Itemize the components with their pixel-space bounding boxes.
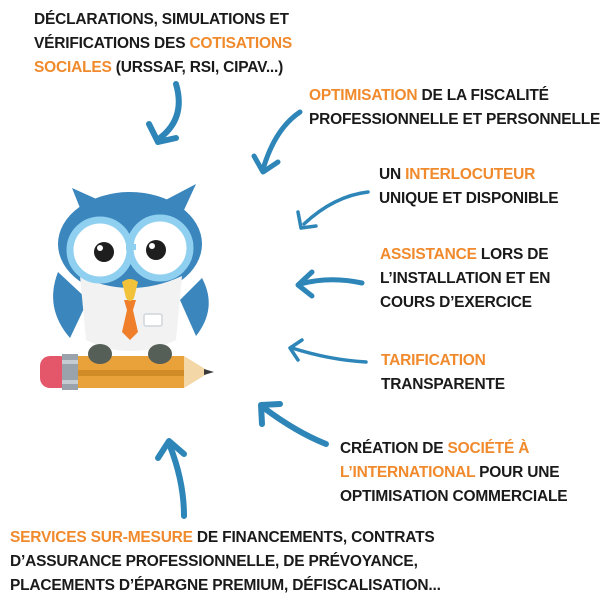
highlight-text: INTERLOCUTEUR bbox=[405, 166, 536, 183]
highlight-text: SOCIÉTÉ À bbox=[447, 440, 530, 457]
block-interlocuteur: UN INTERLOCUTEUR UNIQUE ET DISPONIBLE bbox=[379, 163, 559, 211]
body-text: L’INSTALLATION ET EN bbox=[380, 270, 551, 287]
arrow-fiscalite bbox=[261, 109, 303, 169]
arrow-societe-head bbox=[258, 401, 283, 427]
arrow-tarification bbox=[290, 346, 368, 364]
body-text: CRÉATION DE bbox=[340, 440, 448, 457]
text-line: TARIFICATION bbox=[381, 349, 505, 373]
body-text: D’ASSURANCE PROFESSIONNELLE, DE PRÉVOYAN… bbox=[10, 553, 418, 570]
block-services: SERVICES SUR-MESURE DE FINANCEMENTS, CON… bbox=[10, 526, 441, 598]
text-line: VÉRIFICATIONS DES COTISATIONS bbox=[34, 32, 292, 56]
text-line: D’ASSURANCE PROFESSIONNELLE, DE PRÉVOYAN… bbox=[10, 550, 441, 574]
text-line: SERVICES SUR-MESURE DE FINANCEMENTS, CON… bbox=[10, 526, 441, 550]
body-text: (URSSAF, RSI, CIPAV...) bbox=[111, 59, 284, 76]
text-line: OPTIMISATION DE LA FISCALITÉ bbox=[309, 84, 600, 108]
body-text: COURS D’EXERCICE bbox=[380, 294, 532, 311]
text-line: UN INTERLOCUTEUR bbox=[379, 163, 558, 187]
body-text: DÉCLARATIONS, SIMULATIONS ET bbox=[34, 11, 289, 28]
text-line: SOCIALES (URSSAF, RSI, CIPAV...) bbox=[34, 56, 292, 80]
arrow-fiscalite-head bbox=[251, 153, 281, 175]
highlight-text: SOCIALES bbox=[34, 59, 112, 76]
text-line: L’INTERNATIONAL POUR UNE bbox=[340, 461, 567, 485]
text-line: PLACEMENTS D’ÉPARGNE PREMIUM, DÉFISCALIS… bbox=[10, 574, 441, 598]
body-text: PROFESSIONNELLE ET PERSONNELLE bbox=[309, 111, 600, 128]
body-text: LORS DE bbox=[476, 246, 549, 263]
text-line: L’INSTALLATION ET EN bbox=[380, 267, 550, 291]
body-text: DE FINANCEMENTS, CONTRATS bbox=[192, 529, 435, 546]
highlight-text: COTISATIONS bbox=[189, 35, 293, 52]
arrow-tarification-head bbox=[288, 338, 304, 362]
arrow-societe bbox=[261, 405, 329, 447]
text-line: PROFESSIONNELLE ET PERSONNELLE bbox=[309, 108, 600, 132]
arrow-services-head bbox=[155, 438, 187, 461]
text-line: DÉCLARATIONS, SIMULATIONS ET bbox=[34, 8, 292, 32]
arrow-assistance bbox=[297, 277, 365, 287]
block-assistance: ASSISTANCE LORS DE L’INSTALLATION ET EN CO… bbox=[380, 243, 550, 315]
body-text: TRANSPARENTE bbox=[381, 376, 505, 393]
arrow-assistance-head bbox=[295, 269, 315, 299]
text-line: ASSISTANCE LORS DE bbox=[380, 243, 550, 267]
text-line: COURS D’EXERCICE bbox=[380, 291, 550, 315]
highlight-text: TARIFICATION bbox=[381, 352, 486, 369]
arrow-cotisations bbox=[157, 81, 182, 141]
body-text: UN bbox=[379, 166, 406, 183]
body-text: UNIQUE ET DISPONIBLE bbox=[379, 190, 559, 207]
text-line: TRANSPARENTE bbox=[381, 373, 505, 397]
highlight-text: SERVICES SUR-MESURE bbox=[10, 529, 193, 546]
pencil-icon bbox=[40, 354, 214, 390]
arrow-interlocuteur-head bbox=[296, 210, 318, 230]
block-tarification: TARIFICATION TRANSPARENTE bbox=[381, 349, 505, 397]
text-line: OPTIMISATION COMMERCIALE bbox=[340, 485, 568, 509]
arrow-cotisations-head bbox=[146, 121, 179, 145]
arrow-interlocuteur bbox=[302, 190, 370, 226]
text-line: UNIQUE ET DISPONIBLE bbox=[379, 187, 559, 211]
highlight-text: L’INTERNATIONAL bbox=[340, 464, 476, 481]
body-text: OPTIMISATION COMMERCIALE bbox=[340, 488, 568, 505]
highlight-text: ASSISTANCE bbox=[380, 246, 477, 263]
block-fiscalite: OPTIMISATION DE LA FISCALITÉ PROFESSIONNE… bbox=[309, 84, 600, 132]
text-line: CRÉATION DE SOCIÉTÉ À bbox=[340, 437, 567, 461]
block-cotisations: DÉCLARATIONS, SIMULATIONS ET VÉRIFICATION… bbox=[34, 8, 292, 80]
body-text: POUR UNE bbox=[475, 464, 560, 481]
body-text: VÉRIFICATIONS DES bbox=[34, 35, 190, 52]
body-text: PLACEMENTS D’ÉPARGNE PREMIUM, DÉFISCALIS… bbox=[10, 577, 441, 594]
highlight-text: OPTIMISATION bbox=[309, 87, 418, 104]
arrow-services bbox=[167, 443, 187, 519]
body-text: DE LA FISCALITÉ bbox=[417, 87, 550, 104]
